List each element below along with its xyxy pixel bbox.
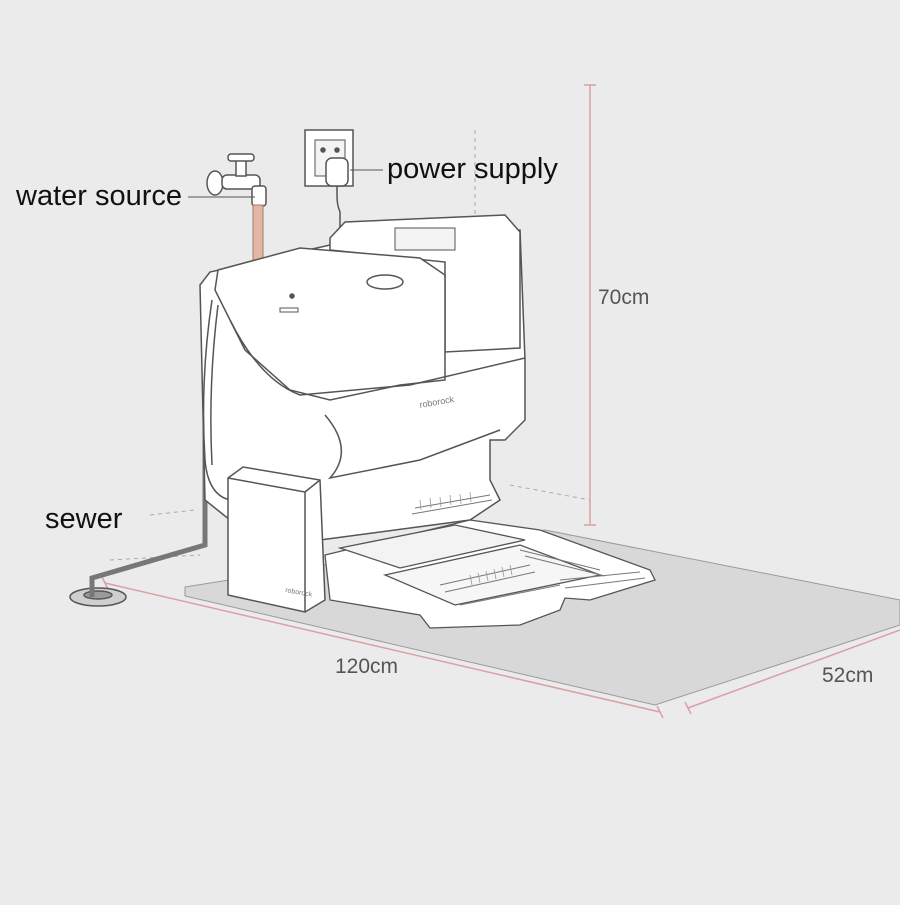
wall-socket — [304, 129, 354, 230]
sewer-label: sewer — [45, 503, 123, 535]
height-dimension-label: 70cm — [598, 286, 650, 309]
length-dimension-line — [104, 582, 661, 713]
dimension-lines — [101, 84, 900, 719]
side-module — [227, 466, 326, 613]
water-source-label: water source — [16, 180, 183, 212]
depth-dimension-line — [687, 629, 900, 709]
side-hoses — [202, 299, 231, 501]
water-pipe — [252, 204, 264, 261]
side-module-logo: roborock — [285, 587, 314, 599]
power-supply-label: power supply — [387, 153, 558, 185]
wash-brushes — [411, 494, 646, 606]
sewer-drain — [69, 300, 208, 607]
brush-bristles — [419, 491, 513, 586]
guide-lines — [109, 130, 591, 561]
depth-dimension-label: 52cm — [822, 664, 874, 687]
length-dimension-label: 120cm — [335, 655, 399, 678]
water-faucet — [206, 153, 267, 207]
dock-body — [199, 214, 526, 541]
